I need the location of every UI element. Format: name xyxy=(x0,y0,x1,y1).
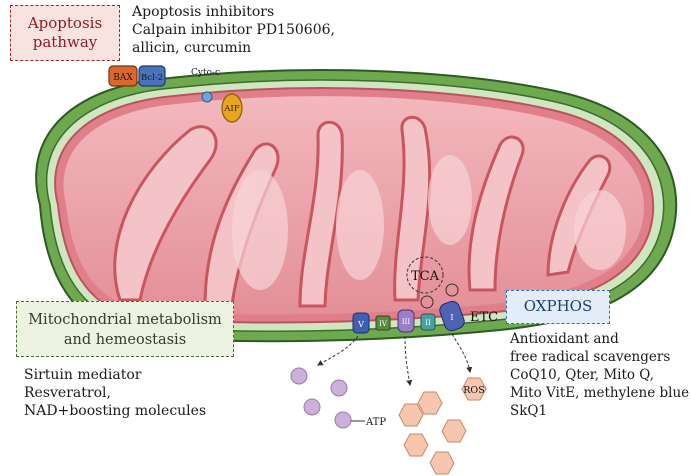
complex-v-label: V xyxy=(357,320,364,329)
aif-label: AIF xyxy=(223,104,239,114)
tca-small-cycle-2 xyxy=(445,283,459,297)
tca-label: TCA xyxy=(411,269,440,284)
bcl2-protein xyxy=(138,65,166,87)
metabolism-agent-line-3: NAD+boosting molecules xyxy=(24,403,207,419)
ros-label: ROS xyxy=(463,385,484,396)
aif-protein xyxy=(221,93,243,123)
bcl2-label: Bcl-2 xyxy=(141,73,163,83)
apoptosis-box-line-2: pathway xyxy=(32,33,98,51)
oxphos-agent-line-5: SkQ1 xyxy=(510,403,548,419)
oxphos-box-label: OXPHOS xyxy=(523,297,593,315)
cyto-c-dot xyxy=(201,91,213,103)
etc-complexes: V IV III II I xyxy=(352,300,465,334)
cyto-c-label: Cyto-c xyxy=(191,68,220,78)
metabolism-box-line-2: and hemeostasis xyxy=(63,332,187,348)
metabolism-box-line-1: Mitochondrial metabolism xyxy=(28,312,222,328)
ros-particles xyxy=(398,377,487,475)
tca-small-cycle-1 xyxy=(420,295,434,309)
complex-ii-label: II xyxy=(425,319,431,327)
apoptosis-inhibitor-line-1: Apoptosis inhibitors xyxy=(132,4,275,20)
arrow-to-ros-2 xyxy=(451,333,473,374)
atp-label: ATP xyxy=(365,417,386,428)
atp-particles xyxy=(290,367,352,429)
oxphos-agent-line-3: CoQ10, Qter, Mito Q, xyxy=(510,367,654,383)
arrow-to-ros-1 xyxy=(404,335,413,387)
complex-iv-label: IV xyxy=(379,320,388,328)
bax-protein xyxy=(108,65,138,87)
oxphos-agents-text: Antioxidant and free radical scavengers … xyxy=(510,330,690,420)
apoptosis-inhibitor-line-3: allicin, curcumin xyxy=(132,40,252,56)
oxphos-agent-line-2: free radical scavengers xyxy=(510,349,671,365)
tca-cycle xyxy=(406,256,444,294)
metabolism-agents-text: Sirtuin mediator Resveratrol, NAD+boosti… xyxy=(24,366,206,420)
apoptosis-inhibitor-line-2: Calpain inhibitor PD150606, xyxy=(132,22,335,38)
oxphos-agent-line-1: Antioxidant and xyxy=(510,331,619,347)
apoptosis-pathway-box: Apoptosis pathway xyxy=(10,5,120,61)
matrix-highlights xyxy=(232,155,626,290)
mitochondrial-metabolism-box: Mitochondrial metabolism and hemeostasis xyxy=(16,301,234,357)
arrow-to-atp xyxy=(316,335,359,366)
complex-iii-label: III xyxy=(402,318,411,326)
bax-label: BAX xyxy=(113,73,133,83)
apoptosis-inhibitors-text: Apoptosis inhibitors Calpain inhibitor P… xyxy=(132,3,335,57)
etc-label: ETC xyxy=(470,310,498,325)
complex-i-label: I xyxy=(450,313,453,322)
oxphos-box: OXPHOS xyxy=(506,290,610,324)
metabolism-agent-line-2: Resveratrol, xyxy=(24,385,111,401)
apoptosis-box-line-1: Apoptosis xyxy=(27,14,103,32)
oxphos-agent-line-4: Mito VitE, methylene blue, xyxy=(510,385,690,401)
metabolism-agent-line-1: Sirtuin mediator xyxy=(24,367,142,383)
